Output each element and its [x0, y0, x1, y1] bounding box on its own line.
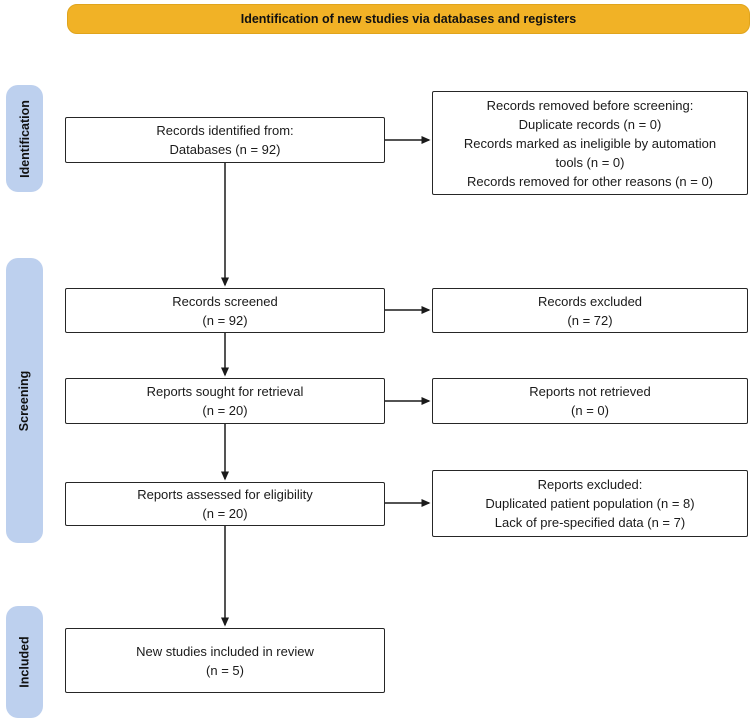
box-records-identified-line1: Records identified from:: [156, 123, 294, 138]
stage-label-included-text: Included: [17, 636, 32, 688]
box-reports-excluded-line3: Lack of pre-specified data (n = 7): [494, 515, 686, 530]
box-reports-sought: Reports sought for retrieval (n = 20): [65, 378, 385, 424]
box-records-removed-line1: Records removed before screening:: [486, 97, 694, 113]
box-records-identified: Records identified from: Databases (n = …: [65, 117, 385, 163]
stage-label-screening: Screening: [6, 258, 43, 543]
box-reports-not-retrieved: Reports not retrieved (n = 0): [432, 378, 748, 424]
box-records-removed-line3: Records marked as ineligible by automati…: [463, 135, 717, 151]
title-banner: Identification of new studies via databa…: [67, 4, 750, 34]
box-reports-sought-line1: Reports sought for retrieval: [146, 384, 304, 399]
box-records-excluded: Records excluded (n = 72): [432, 288, 748, 333]
box-new-studies-included-line1: New studies included in review: [136, 643, 314, 659]
box-records-excluded-line1: Records excluded: [537, 293, 643, 309]
box-records-excluded-line2: (n = 72): [567, 312, 613, 328]
box-records-removed-line2: Duplicate records (n = 0): [518, 116, 662, 132]
title-banner-label: Identification of new studies via databa…: [240, 12, 577, 26]
box-records-removed: Records removed before screening: Duplic…: [432, 91, 748, 195]
box-reports-excluded-line2: Duplicated patient population (n = 8): [485, 496, 695, 511]
box-records-screened-line1: Records screened: [172, 293, 278, 309]
box-reports-assessed-line1: Reports assessed for eligibility: [137, 487, 313, 502]
box-reports-assessed: Reports assessed for eligibility (n = 20…: [65, 482, 385, 526]
box-records-removed-line4: tools (n = 0): [555, 154, 625, 170]
box-new-studies-included-line2: (n = 5): [206, 662, 244, 678]
box-reports-excluded: Reports excluded: Duplicated patient pop…: [432, 470, 748, 537]
box-records-identified-line2: Databases (n = 92): [169, 142, 281, 157]
stage-label-identification: Identification: [6, 85, 43, 192]
box-reports-sought-line2: (n = 20): [202, 403, 248, 418]
box-reports-excluded-line1: Reports excluded:: [537, 477, 643, 492]
box-reports-not-retrieved-line1: Reports not retrieved: [529, 384, 651, 399]
stage-label-included: Included: [6, 606, 43, 718]
box-reports-not-retrieved-line2: (n = 0): [571, 403, 609, 418]
box-records-removed-line5: Records removed for other reasons (n = 0…: [466, 173, 714, 189]
stage-label-identification-text: Identification: [17, 99, 32, 178]
box-records-screened-line2: (n = 92): [202, 312, 248, 328]
stage-label-screening-text: Screening: [17, 370, 32, 431]
box-records-screened: Records screened (n = 92): [65, 288, 385, 333]
box-reports-assessed-line2: (n = 20): [202, 506, 248, 521]
box-new-studies-included: New studies included in review (n = 5): [65, 628, 385, 693]
